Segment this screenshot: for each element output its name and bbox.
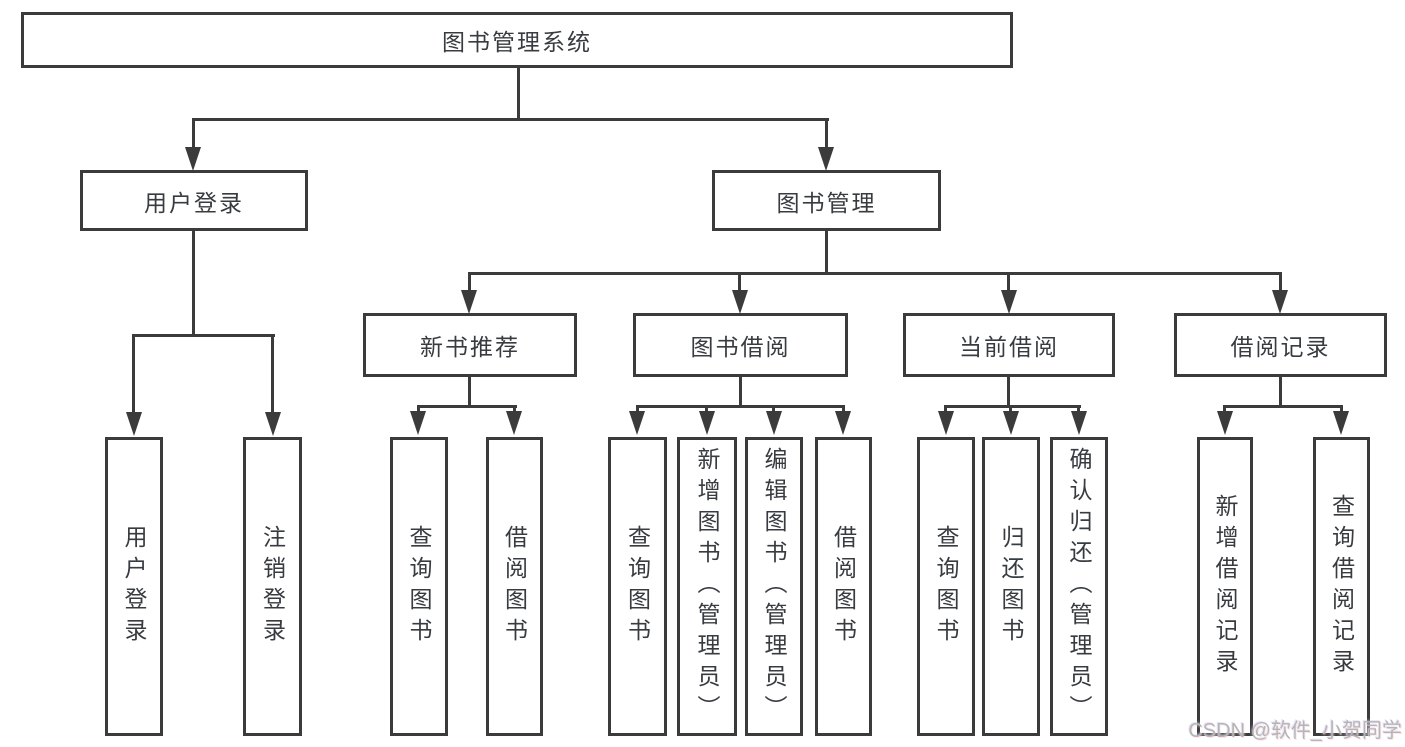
leaf-current-confirm-admin: 确认归还（管理员） bbox=[1050, 437, 1108, 736]
arrowhead-to-leaf-user-login bbox=[126, 412, 142, 436]
arrowhead-to-leaf-bb-borrow bbox=[835, 411, 851, 435]
connector-leaf-br-add-drop bbox=[1223, 405, 1226, 415]
connector-borrow-records-bar bbox=[1223, 405, 1343, 408]
node-root: 图书管理系统 bbox=[21, 12, 1013, 68]
arrowhead-to-book-borrow bbox=[732, 290, 748, 314]
connector-root-stem bbox=[517, 68, 520, 121]
node-current-borrow: 当前借阅 bbox=[903, 313, 1115, 377]
connector-leaf-cb-confirm-drop bbox=[1077, 405, 1080, 415]
connector-borrow-records-stem bbox=[1279, 377, 1282, 408]
leaf-borrow-add-admin: 新增图书（管理员） bbox=[677, 437, 737, 736]
connector-leaf-bb-edit-drop bbox=[772, 405, 775, 415]
arrowhead-to-leaf-br-add bbox=[1217, 411, 1233, 435]
node-book-mgmt: 图书管理 bbox=[712, 170, 941, 231]
connector-book-borrow-bar bbox=[636, 405, 844, 408]
arrowhead-to-user-login bbox=[185, 147, 201, 171]
connector-leaf-user-login-drop bbox=[132, 334, 135, 414]
connector-leaf-cb-query-drop bbox=[944, 405, 947, 415]
connector-book-mgmt-stem bbox=[825, 231, 828, 275]
node-user-login: 用户登录 bbox=[80, 170, 308, 231]
connector-current-borrow-drop bbox=[1007, 272, 1010, 292]
arrowhead-to-borrow-records bbox=[1272, 290, 1288, 314]
leaf-records-query: 查询借阅记录 bbox=[1313, 437, 1370, 736]
leaf-borrow-query: 查询图书 bbox=[608, 437, 667, 736]
arrowhead-to-leaf-nb-borrow bbox=[506, 411, 522, 435]
leaf-current-query: 查询图书 bbox=[917, 437, 975, 736]
arrowhead-to-leaf-cb-confirm bbox=[1071, 411, 1087, 435]
connector-level3-bar bbox=[468, 272, 1282, 275]
connector-leaf-bb-add-drop bbox=[705, 405, 708, 415]
arrowhead-to-book-mgmt bbox=[818, 147, 834, 171]
node-book-borrow: 图书借阅 bbox=[633, 313, 848, 377]
connector-book-borrow-drop bbox=[738, 272, 741, 292]
connector-user-login-stem bbox=[192, 231, 195, 337]
leaf-records-add: 新增借阅记录 bbox=[1197, 437, 1253, 736]
connector-new-books-drop bbox=[468, 272, 471, 292]
connector-current-borrow-bar bbox=[944, 405, 1081, 408]
connector-leaf-br-query-drop bbox=[1340, 405, 1343, 415]
leaf-borrow-borrow: 借阅图书 bbox=[815, 437, 872, 736]
arrowhead-to-leaf-bb-edit bbox=[766, 411, 782, 435]
leaf-newbooks-query: 查询图书 bbox=[390, 437, 448, 736]
arrowhead-to-leaf-nb-query bbox=[410, 411, 426, 435]
connector-level1-bar bbox=[192, 118, 829, 121]
connector-book-borrow-stem bbox=[739, 377, 742, 408]
connector-current-borrow-stem bbox=[1007, 377, 1010, 408]
arrowhead-to-leaf-cb-return bbox=[1003, 411, 1019, 435]
connector-new-books-bar bbox=[417, 405, 517, 408]
connector-leaf-cb-return-drop bbox=[1009, 405, 1012, 415]
leaf-user-login: 用户登录 bbox=[105, 437, 163, 736]
connector-user-login-bar bbox=[132, 334, 275, 337]
connector-leaf-bb-borrow-drop bbox=[842, 405, 845, 415]
arrowhead-to-leaf-bb-query bbox=[629, 411, 645, 435]
arrowhead-to-leaf-bb-add bbox=[699, 411, 715, 435]
leaf-logout: 注销登录 bbox=[243, 437, 302, 736]
leaf-current-return: 归还图书 bbox=[982, 437, 1040, 736]
connector-leaf-nb-borrow-drop bbox=[513, 405, 516, 415]
arrowhead-to-new-books bbox=[461, 290, 477, 314]
connector-user-login-drop bbox=[192, 118, 195, 150]
connector-new-books-stem bbox=[468, 377, 471, 408]
node-borrow-records: 借阅记录 bbox=[1174, 313, 1387, 377]
connector-leaf-bb-query-drop bbox=[636, 405, 639, 415]
connector-borrow-records-drop bbox=[1279, 272, 1282, 292]
connector-book-mgmt-drop bbox=[825, 118, 828, 150]
arrowhead-to-current-borrow bbox=[1001, 290, 1017, 314]
leaf-borrow-edit-admin: 编辑图书（管理员） bbox=[745, 437, 803, 736]
connector-leaf-logout-drop bbox=[271, 334, 274, 414]
arrowhead-to-leaf-logout bbox=[265, 412, 281, 436]
connector-leaf-nb-query-drop bbox=[417, 405, 420, 415]
arrowhead-to-leaf-br-query bbox=[1333, 411, 1349, 435]
watermark: CSDN @软件_小贺同学 bbox=[1188, 720, 1402, 742]
node-new-books: 新书推荐 bbox=[363, 313, 577, 377]
arrowhead-to-leaf-cb-query bbox=[938, 411, 954, 435]
leaf-newbooks-borrow: 借阅图书 bbox=[486, 437, 543, 736]
